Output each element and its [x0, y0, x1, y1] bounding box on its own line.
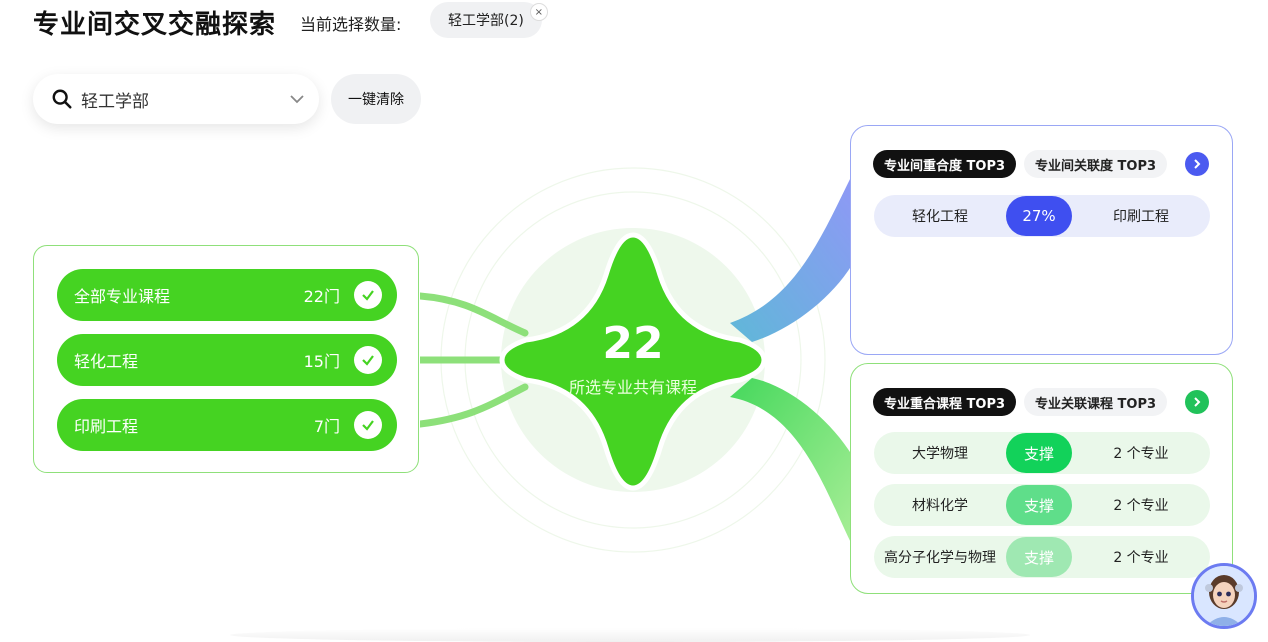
course-name: 印刷工程 — [74, 417, 139, 436]
major-a: 轻化工程 — [912, 209, 968, 225]
major-overlap-card: 专业间重合度 TOP3 专业间关联度 TOP3 轻化工程 27% 印刷工程 — [850, 125, 1233, 355]
overlap-percent: 27% — [1006, 196, 1072, 236]
course-count: 22门 — [303, 287, 340, 306]
check-icon[interactable] — [354, 281, 382, 309]
connector-printing — [420, 383, 529, 428]
flow-to-overlap-card — [730, 175, 852, 342]
selection-count-label: 当前选择数量: — [300, 15, 402, 34]
check-icon[interactable] — [354, 346, 382, 374]
total-course-label: 所选专业共有课程 — [568, 378, 697, 397]
assistant-avatar[interactable] — [1191, 563, 1257, 629]
course-row[interactable]: 大学物理 支撑 2 个专业 — [874, 432, 1210, 474]
bottom-shadow — [230, 628, 1030, 642]
search-icon — [52, 89, 72, 109]
flow-diagram — [420, 167, 852, 553]
tab-course-overlap[interactable]: 专业重合课程 TOP3 — [873, 388, 1017, 416]
support-badge: 支撑 — [1006, 485, 1072, 525]
course-name: 大学物理 — [912, 446, 968, 462]
tab-major-relevance[interactable]: 专业间关联度 TOP3 — [1024, 150, 1168, 178]
total-course-count: 22 — [602, 318, 664, 369]
major-count: 2 个专业 — [1113, 550, 1169, 566]
major-b: 印刷工程 — [1113, 209, 1169, 225]
flow-to-course-card — [730, 378, 852, 545]
center-star — [499, 232, 767, 491]
assistant-avatar-icon — [1194, 566, 1254, 626]
course-item-printing[interactable]: 印刷工程 7门 — [57, 399, 397, 451]
chevron-down-icon[interactable] — [289, 91, 305, 107]
check-icon[interactable] — [354, 411, 382, 439]
chip-close-icon[interactable]: × — [529, 3, 548, 21]
page-title: 专业间交叉交融探索 — [33, 10, 277, 40]
course-name: 高分子化学与物理 — [884, 550, 996, 566]
chevron-right-icon[interactable] — [1185, 390, 1209, 414]
course-count: 7门 — [313, 417, 340, 436]
major-count: 2 个专业 — [1113, 498, 1169, 514]
course-name: 全部专业课程 — [74, 287, 171, 306]
chevron-right-icon[interactable] — [1185, 152, 1209, 176]
course-row[interactable]: 高分子化学与物理 支撑 2 个专业 — [874, 536, 1210, 578]
tab-major-overlap[interactable]: 专业间重合度 TOP3 — [873, 150, 1017, 178]
course-item-all[interactable]: 全部专业课程 22门 — [57, 269, 397, 321]
course-filter-card: 全部专业课程 22门 轻化工程 15门 印刷工程 7门 — [33, 245, 419, 473]
course-row[interactable]: 材料化学 支撑 2 个专业 — [874, 484, 1210, 526]
department-search-select[interactable]: 轻工学部 — [33, 74, 319, 124]
tab-course-relevance[interactable]: 专业关联课程 TOP3 — [1024, 388, 1168, 416]
major-count: 2 个专业 — [1113, 446, 1169, 462]
support-badge: 支撑 — [1006, 433, 1072, 473]
course-count: 15门 — [303, 352, 340, 371]
connector-all — [420, 292, 529, 337]
overlap-row[interactable]: 轻化工程 27% 印刷工程 — [874, 195, 1210, 237]
clear-all-button[interactable]: 一键清除 — [331, 74, 421, 124]
search-value: 轻工学部 — [81, 91, 149, 112]
selected-chip[interactable]: 轻工学部(2) × — [430, 2, 548, 38]
selected-chip-label: 轻工学部(2) — [448, 13, 524, 29]
course-name: 轻化工程 — [74, 352, 139, 371]
course-overlap-card: 专业重合课程 TOP3 专业关联课程 TOP3 大学物理 支撑 2 个专业 材料… — [850, 363, 1233, 594]
support-badge: 支撑 — [1006, 537, 1072, 577]
course-item-light-chemical[interactable]: 轻化工程 15门 — [57, 334, 397, 386]
course-name: 材料化学 — [912, 498, 968, 514]
